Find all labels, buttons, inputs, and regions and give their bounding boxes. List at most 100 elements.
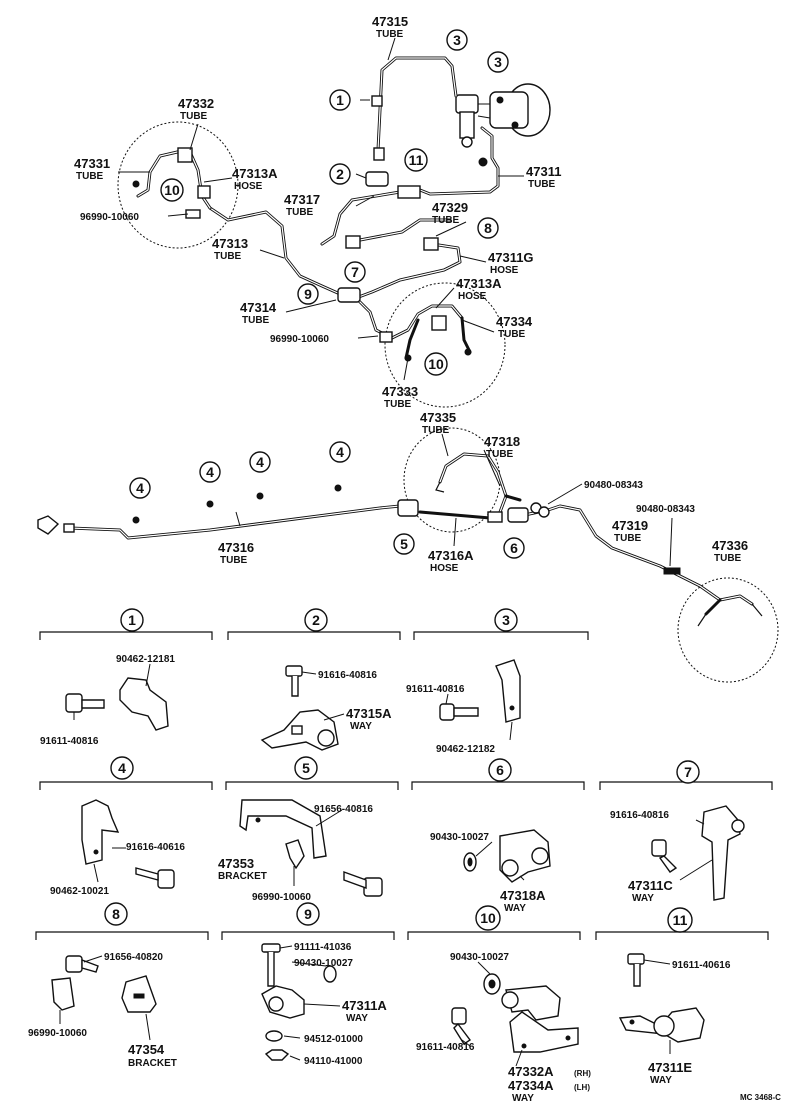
detail-label: 47315A	[346, 706, 392, 721]
detail-brackets	[35, 631, 773, 940]
detail-num-4: 4	[110, 756, 134, 780]
svg-text:9: 9	[304, 906, 312, 922]
svg-text:10: 10	[428, 356, 444, 372]
front-right-drum	[384, 282, 506, 408]
detail-sub: WAY	[632, 893, 654, 904]
detail-label: 91611-40816	[406, 684, 465, 695]
svg-text:6: 6	[510, 540, 518, 556]
footer-code: MC 3468-C	[740, 1093, 781, 1102]
detail-number-markers: 1 2 3 4 5 6 7 8 9 10 11	[104, 608, 700, 933]
callout-pn: 96990-10060	[80, 212, 139, 223]
detail-label: 47318A	[500, 888, 546, 903]
detail-label: 47334A	[508, 1078, 554, 1093]
callout-pn: 47313	[212, 236, 248, 251]
marker-4c: 4	[249, 451, 271, 473]
callout-pn: 47316A	[428, 548, 474, 563]
detail-label: 96990-10060	[252, 892, 311, 903]
svg-text:1: 1	[128, 612, 136, 628]
detail-label: 96990-10060	[28, 1028, 87, 1039]
detail-label: 47311E	[648, 1060, 692, 1075]
svg-text:4: 4	[118, 760, 126, 776]
marker-4d: 4	[329, 441, 351, 463]
marker-4b: 4	[199, 461, 221, 483]
callout-sub: TUBE	[422, 425, 450, 436]
callout-pn: 47311	[526, 164, 561, 179]
lower-tubes	[68, 452, 754, 616]
detail-label: 91611-40816	[416, 1042, 475, 1053]
leader-lines	[118, 37, 673, 567]
detail-drawings	[51, 659, 745, 1061]
svg-text:3: 3	[453, 32, 461, 48]
svg-text:11: 11	[673, 912, 688, 928]
callout-pn: 47311G	[488, 250, 534, 265]
callout-sub: TUBE	[286, 207, 314, 218]
detail-num-9: 9	[296, 902, 320, 926]
svg-text:11: 11	[409, 152, 424, 168]
upper-tubes	[136, 56, 500, 360]
detail-leaders	[59, 663, 713, 1067]
svg-text:4: 4	[136, 480, 144, 496]
detail-label: 47332A	[508, 1064, 554, 1079]
callout-pn: 47317	[284, 192, 320, 207]
detail-label: 90430-10027	[450, 952, 509, 963]
detail-sub: BRACKET	[128, 1058, 177, 1069]
svg-text:3: 3	[502, 612, 510, 628]
detail-num-2: 2	[304, 608, 328, 632]
marker-10b: 10	[424, 352, 448, 376]
detail-sub: WAY	[504, 903, 526, 914]
callout-pn: 90480-08343	[584, 480, 643, 491]
detail-num-6: 6	[488, 758, 512, 782]
detail-sub: WAY	[346, 1013, 368, 1024]
callout-pn: 47333	[382, 384, 418, 399]
svg-text:4: 4	[336, 444, 344, 460]
callout-sub: TUBE	[76, 171, 104, 182]
detail-sub: WAY	[650, 1075, 672, 1086]
detail-label: 91616-40816	[610, 810, 669, 821]
svg-text:5: 5	[400, 536, 408, 552]
detail-num-11: 11	[667, 907, 693, 933]
callout-sub: HOSE	[458, 291, 487, 302]
callout-sub: TUBE	[486, 449, 514, 460]
svg-text:2: 2	[336, 166, 344, 182]
detail-label: 90462-10021	[50, 886, 109, 897]
front-left-drum	[117, 121, 239, 249]
lower-fittings	[37, 481, 763, 627]
upper-fittings	[132, 95, 488, 362]
svg-text:10: 10	[164, 182, 180, 198]
callout-sub: TUBE	[528, 179, 556, 190]
detail-label: 90430-10027	[294, 958, 353, 969]
detail-label: 91656-40820	[104, 952, 163, 963]
detail-label: 91611-40616	[672, 960, 731, 971]
callout-sub: TUBE	[432, 215, 460, 226]
callout-sub: TUBE	[220, 555, 248, 566]
callout-pn: 47329	[432, 200, 468, 215]
detail-num-1: 1	[120, 608, 144, 632]
callout-sub: TUBE	[242, 315, 270, 326]
detail-label: 91656-40816	[314, 804, 373, 815]
marker-7: 7	[344, 261, 366, 283]
svg-text:4: 4	[206, 464, 214, 480]
marker-6: 6	[503, 537, 525, 559]
svg-text:1: 1	[336, 92, 344, 108]
detail-labels: 90462-12181 91611-40816 91616-40816 4731…	[28, 654, 731, 1104]
callout-pn: 47315	[372, 14, 408, 29]
callout-labels: 47315 TUBE 47332 TUBE 47331 TUBE 47313A …	[74, 14, 748, 574]
detail-label: 47311C	[628, 878, 673, 893]
callout-sub: TUBE	[614, 533, 642, 544]
detail-num-10: 10	[475, 905, 501, 931]
rear-right-drum	[677, 577, 779, 683]
detail-label: 47353	[218, 856, 254, 871]
callout-pn: 47313A	[232, 166, 278, 181]
callout-pn: 47331	[74, 156, 110, 171]
detail-label: 91111-41036	[294, 942, 352, 953]
callout-sub: HOSE	[234, 181, 263, 192]
detail-num-5: 5	[294, 756, 318, 780]
svg-text:7: 7	[351, 264, 359, 280]
callout-sub: TUBE	[384, 399, 412, 410]
callout-pn: 47335	[420, 410, 456, 425]
callout-pn: 47319	[612, 518, 648, 533]
detail-label: 94512-01000	[304, 1034, 363, 1045]
svg-text:3: 3	[494, 54, 502, 70]
marker-10a: 10	[160, 178, 184, 202]
